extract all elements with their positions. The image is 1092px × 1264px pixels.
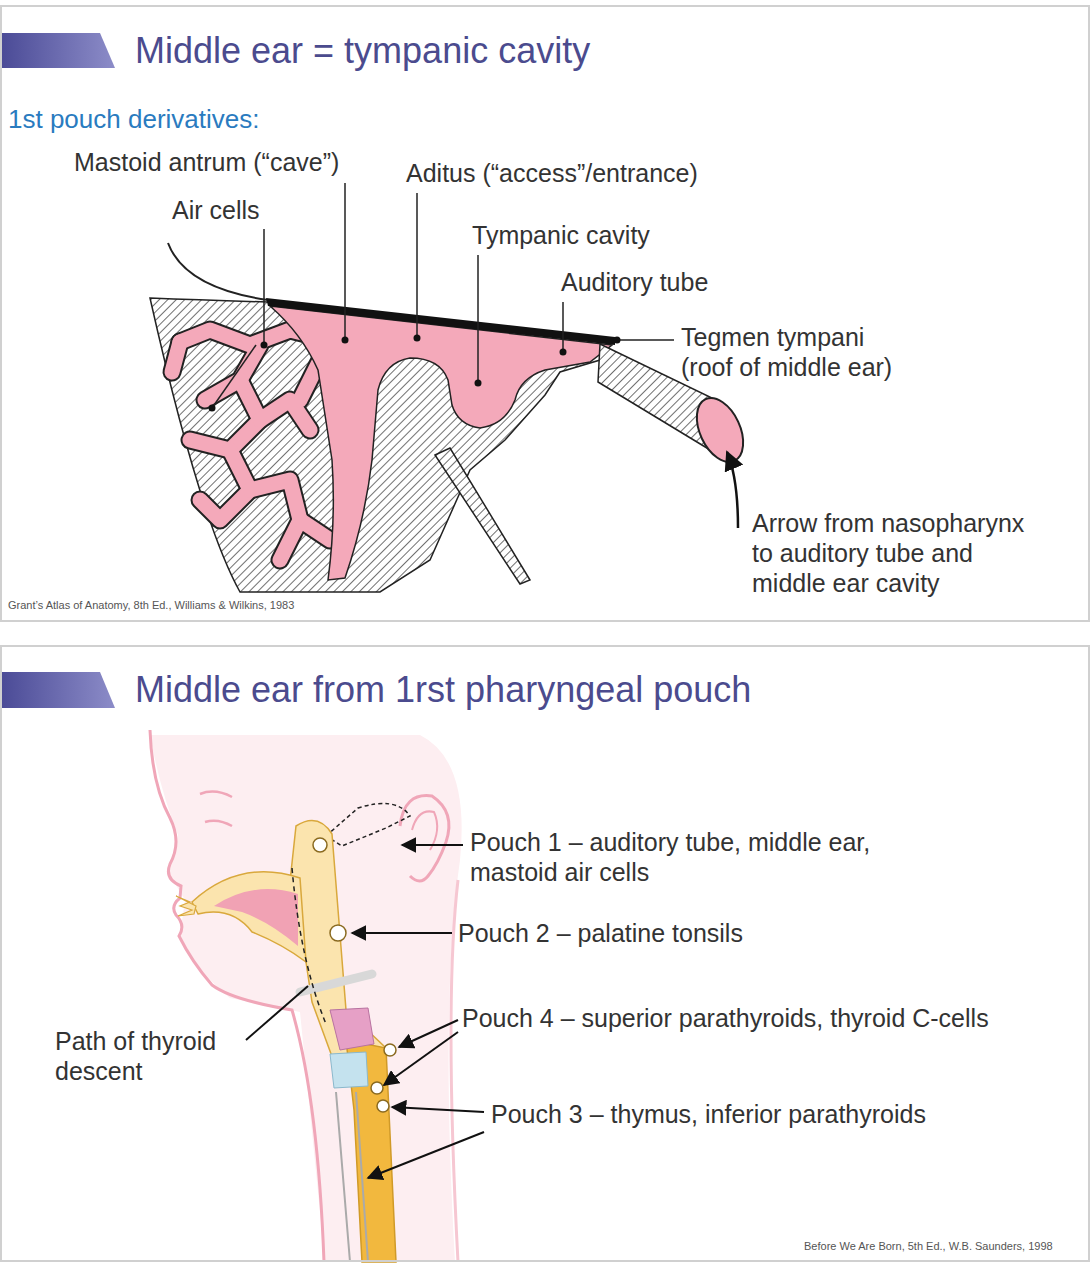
source-credit: Grant’s Atlas of Anatomy, 8th Ed., Willi… <box>8 599 294 612</box>
slide-panel: Middle ear from 1rst pharyngeal pouch <box>0 645 1090 1262</box>
note: Arrow from nasopharynx to auditory tube … <box>752 508 1037 598</box>
slide-title: Middle ear from 1rst pharyngeal pouch <box>135 668 751 711</box>
pouch-markers <box>313 838 396 1112</box>
pointer-arrows <box>246 845 484 1178</box>
title-bar <box>0 672 115 708</box>
nasopharynx-arrow <box>727 452 738 528</box>
temporal-bone <box>150 298 612 592</box>
source-credit: Before We Are Born, 5th Ed., W.B. Saunde… <box>804 1240 1053 1253</box>
lips <box>176 896 196 916</box>
cartilage <box>330 1052 368 1088</box>
leader-dots <box>209 335 621 412</box>
pouch-label: Pouch 4 – superior parathyroids, thyroid… <box>462 1003 989 1033</box>
part-label: Tympanic cavity <box>472 220 650 250</box>
eye <box>205 821 232 826</box>
head-shading <box>150 735 462 1262</box>
thyroid-path <box>292 868 326 1024</box>
ear <box>400 796 449 881</box>
path-label: Path of thyroid descent <box>55 1026 245 1086</box>
middle-ear-outline <box>326 804 410 847</box>
neck-back <box>451 880 458 1262</box>
styloid-spike <box>435 448 530 584</box>
part-label: Aditus (“access”/entrance) <box>406 158 698 188</box>
thyroid <box>330 1008 374 1050</box>
pouch-label: Pouch 3 – thymus, inferior parathyroids <box>491 1099 926 1129</box>
part-label: Air cells <box>172 195 260 225</box>
title-bar <box>0 33 115 68</box>
section-heading: 1st pouch derivatives: <box>8 104 259 135</box>
slide-title: Middle ear = tympanic cavity <box>135 29 590 72</box>
trachea <box>336 1092 368 1262</box>
tympanic-cavity-space <box>270 306 612 580</box>
pharynx <box>288 821 386 1062</box>
part-label: Tegmen tympani (roof of middle ear) <box>681 322 906 382</box>
pouch-label: Pouch 1 – auditory tube, middle ear, mas… <box>470 827 910 887</box>
air-cells <box>172 330 330 560</box>
tube-opening <box>688 391 753 470</box>
eyebrow <box>200 792 232 797</box>
part-label: Mastoid antrum (“cave”) <box>74 147 339 177</box>
pouch-label: Pouch 2 – palatine tonsils <box>458 918 743 948</box>
tongue <box>214 889 298 946</box>
skull-outline <box>168 243 268 300</box>
part-label: Auditory tube <box>561 267 708 297</box>
air-cells-outline <box>172 330 330 560</box>
oral-cavity <box>192 872 306 962</box>
face-profile <box>150 730 324 1262</box>
